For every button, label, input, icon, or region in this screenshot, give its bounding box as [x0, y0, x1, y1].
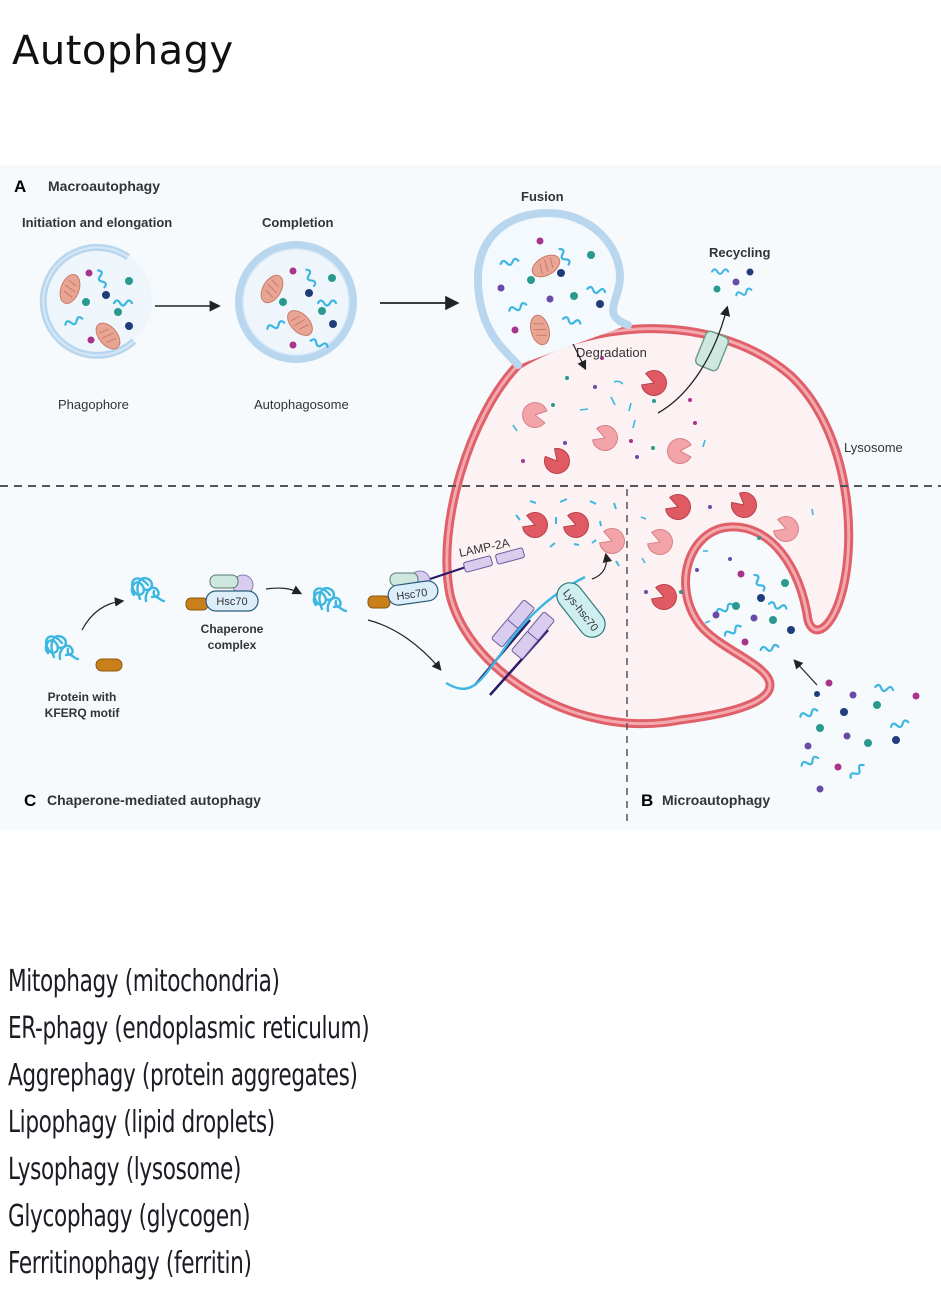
- selective-autophagy-list: Mitophagy (mitochondria) ER-phagy (endop…: [8, 958, 510, 1287]
- panel-a-title: Macroautophagy: [48, 178, 160, 194]
- phagophore: [39, 243, 152, 359]
- panel-b-title: Microautophagy: [662, 792, 770, 808]
- arrow-microautophagy: [793, 659, 818, 686]
- hsc70-bound-label: Hsc70: [396, 587, 429, 603]
- arrow-recycling: [657, 305, 731, 414]
- autophagosome: [235, 241, 357, 363]
- autophagy-figure: Degradation A Macroautophagy Initiation …: [0, 165, 941, 830]
- arrow-to-lamp2a: [265, 585, 303, 595]
- degradation-label: Degradation: [576, 345, 647, 360]
- kferq-protein: [44, 634, 123, 672]
- list-item: ER-phagy (endoplasmic reticulum): [8, 1011, 370, 1046]
- protein-label-line2: KFERQ motif: [45, 706, 121, 720]
- label-phagophore: Phagophore: [58, 397, 129, 412]
- protein-label-line1: Protein with: [48, 690, 117, 704]
- stage-fusion: Fusion: [521, 189, 564, 204]
- degradation-contents: [512, 356, 706, 480]
- panel-b-letter: B: [641, 791, 653, 810]
- page-title: Autophagy: [12, 28, 234, 74]
- microautophagy-contents: [640, 487, 814, 624]
- arrow-to-translocation: [367, 619, 442, 671]
- arrow-degradation: [572, 343, 587, 371]
- stage-recycling: Recycling: [709, 245, 770, 260]
- lamp2a-receptor: [429, 547, 525, 580]
- label-lysosome: Lysosome: [844, 440, 903, 455]
- invaginated-cargo: [712, 570, 795, 654]
- list-item: Mitophagy (mitochondria): [8, 964, 280, 999]
- arrow-to-chaperone: [81, 597, 125, 631]
- chaperone-label-line1: Chaperone: [201, 622, 264, 636]
- list-item: Lysophagy (lysosome): [8, 1152, 242, 1187]
- lys-hsc70: [556, 582, 606, 638]
- panel-c-title: Chaperone-mediated autophagy: [47, 792, 261, 808]
- chaperone-label-line2: complex: [208, 638, 257, 652]
- recycled-molecules: [711, 268, 754, 299]
- label-autophagosome: Autophagosome: [254, 397, 349, 412]
- hsc70-label: Hsc70: [216, 596, 247, 608]
- cytosolic-cargo: [798, 679, 920, 793]
- bound-chaperone-complex: [312, 570, 439, 613]
- fusion-vesicle: [473, 208, 632, 369]
- stage-completion: Completion: [262, 215, 334, 230]
- list-item: Aggrephagy (protein aggregates): [8, 1058, 358, 1093]
- lamp2a-multimer: [474, 599, 555, 696]
- panel-c-letter: C: [24, 791, 36, 810]
- stage-initiation: Initiation and elongation: [22, 215, 172, 230]
- panel-a-letter: A: [14, 177, 26, 196]
- list-item: Glycophagy (glycogen): [8, 1199, 251, 1234]
- arrow-into-lysosome: [591, 552, 613, 580]
- cma-contents: [515, 498, 629, 567]
- unfolded-protein-strand: [445, 575, 586, 690]
- chaperone-complex: [130, 574, 259, 612]
- list-item: Ferritinophagy (ferritin): [8, 1246, 252, 1281]
- list-item: Lipophagy (lipid droplets): [8, 1105, 275, 1140]
